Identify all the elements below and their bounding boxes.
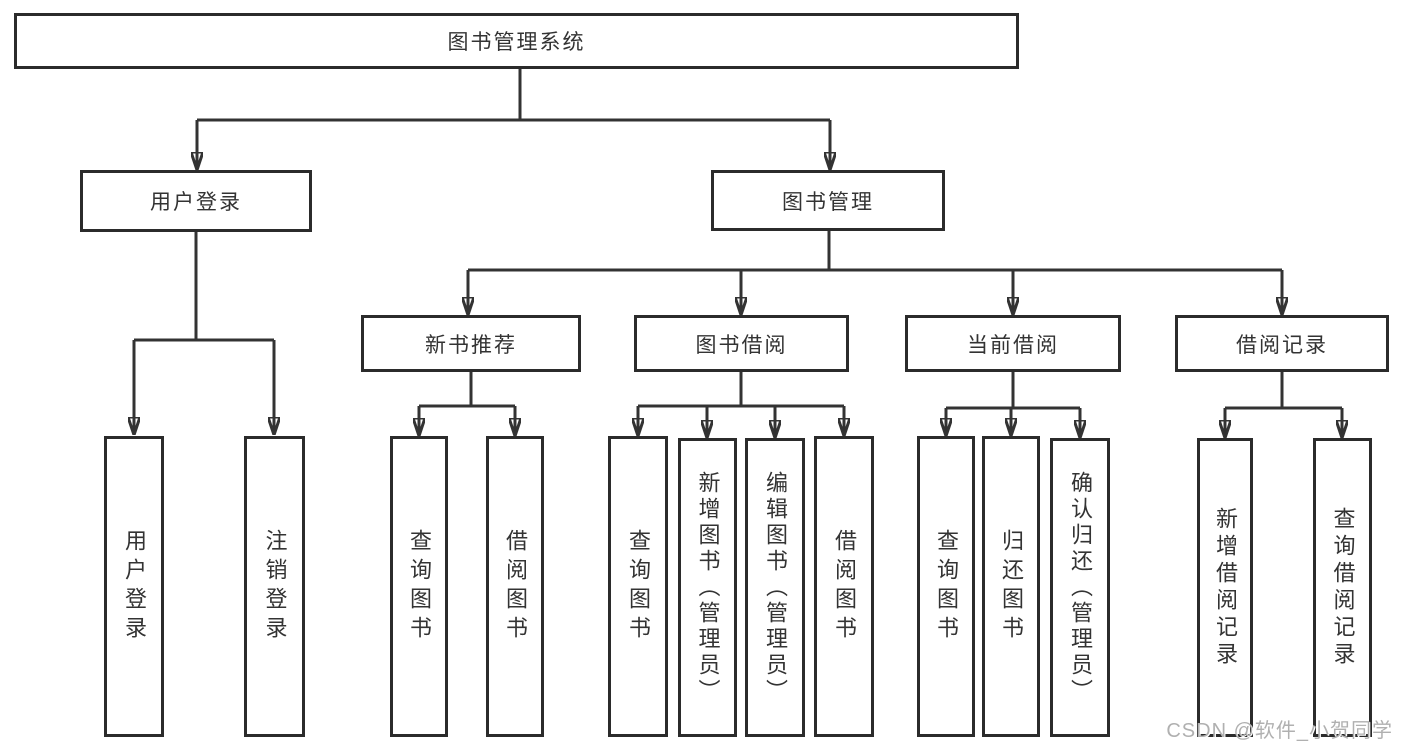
leaf-query-books-recommend: 查询图书 (390, 436, 448, 737)
leaf-borrow-books-recommend: 借阅图书 (486, 436, 544, 737)
node-book-borrowing: 图书借阅 (634, 315, 849, 372)
csdn-watermark: CSDN @软件_小贺同学 (1166, 720, 1393, 742)
leaf-query-borrow-record: 查询借阅记录 (1313, 438, 1372, 737)
node-borrowing-records: 借阅记录 (1175, 315, 1389, 372)
leaf-add-books-admin: 新增图书（管理员） (678, 438, 737, 737)
node-book-management: 图书管理 (711, 170, 945, 231)
node-current-borrowing: 当前借阅 (905, 315, 1121, 372)
node-user-login: 用户登录 (80, 170, 312, 232)
leaf-borrow-books-borrowing: 借阅图书 (814, 436, 874, 737)
leaf-edit-books-admin: 编辑图书（管理员） (745, 438, 805, 737)
node-new-book-recommend: 新书推荐 (361, 315, 581, 372)
leaf-query-books-current: 查询图书 (917, 436, 975, 737)
leaf-user-login: 用户登录 (104, 436, 164, 737)
leaf-return-books: 归还图书 (982, 436, 1040, 737)
leaf-logout: 注销登录 (244, 436, 305, 737)
node-root: 图书管理系统 (14, 13, 1019, 69)
leaf-confirm-return-admin: 确认归还（管理员） (1050, 438, 1110, 737)
leaf-query-books-borrowing: 查询图书 (608, 436, 668, 737)
leaf-add-borrow-record: 新增借阅记录 (1197, 438, 1253, 737)
connector-backbone (134, 68, 1342, 410)
